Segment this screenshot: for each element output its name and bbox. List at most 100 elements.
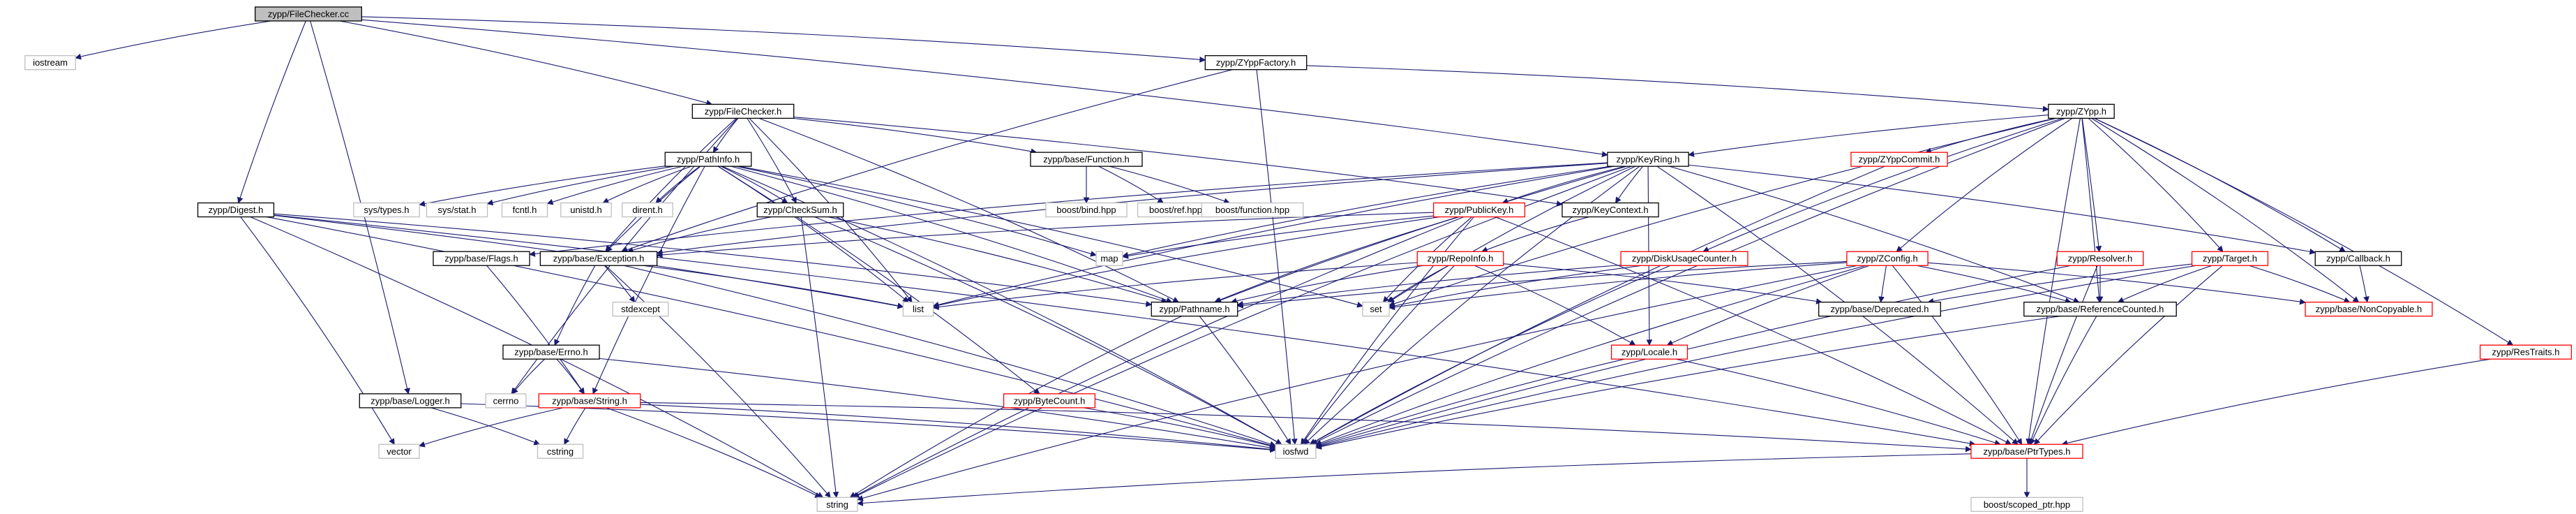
node-label: zypp/base/ReferenceCounted.h: [2037, 304, 2164, 314]
edge-pathinfo-to-checksum: [720, 166, 788, 204]
edge-zconfig-to-ptrtypes: [1892, 265, 2023, 446]
node-pathinfo[interactable]: zypp/PathInfo.h: [664, 152, 752, 167]
node-zyppfactory[interactable]: zypp/ZYppFactory.h: [1204, 55, 1308, 71]
node-checksum[interactable]: zypp/CheckSum.h: [756, 202, 844, 218]
node-pathname[interactable]: zypp/Pathname.h: [1151, 301, 1238, 317]
edge-keyring-to-publickey: [1502, 166, 1625, 205]
node-exception[interactable]: zypp/base/Exception.h: [539, 251, 658, 266]
node-deprecated[interactable]: zypp/base/Deprecated.h: [1818, 301, 1941, 317]
node-filechecker-cc[interactable]: zypp/FileChecker.cc: [254, 6, 362, 22]
edge-exception-to-list: [643, 265, 904, 309]
edge-logger-to-cstring: [430, 407, 541, 446]
node-zyppcommit[interactable]: zypp/ZYppCommit.h: [1850, 152, 1948, 167]
node-box: [560, 202, 612, 218]
edge-zypp-h-to-diskusage: [1702, 117, 2063, 253]
node-systypes: sys/types.h: [353, 202, 420, 218]
node-label: cstring: [547, 446, 574, 457]
node-label: cerrno: [493, 395, 519, 406]
edge-locale-to-iosfwd: [1315, 358, 1625, 447]
node-repoinfo[interactable]: zypp/RepoInfo.h: [1416, 251, 1504, 266]
edge-keyring-to-list: [932, 166, 1615, 308]
edge-zypp-h-to-ptrtypes: [2025, 118, 2081, 446]
node-label: boost/ref.hpp: [1149, 205, 1202, 215]
edge-pathinfo-to-systypes: [419, 166, 666, 207]
node-locale[interactable]: zypp/Locale.h: [1610, 344, 1688, 360]
node-box: [539, 251, 658, 266]
node-box: [433, 251, 530, 266]
node-box: [1818, 301, 1941, 317]
node-box: [1620, 251, 1748, 266]
edge-target-to-iosfwd: [1315, 265, 2196, 449]
node-label: zypp/Callback.h: [2326, 254, 2390, 264]
node-keyring[interactable]: zypp/KeyRing.h: [1607, 152, 1689, 167]
node-keycontext[interactable]: zypp/KeyContext.h: [1562, 202, 1659, 218]
edge-filechecker-h-to-exception: [605, 117, 737, 252]
node-fcntl: fcntl.h: [501, 202, 548, 218]
edge-restraits-to-ptrtypes: [2061, 358, 2491, 446]
node-label: zypp/base/String.h: [552, 395, 627, 406]
edge-target-to-refcounted: [2117, 265, 2212, 303]
node-box: [501, 202, 548, 218]
node-errno[interactable]: zypp/base/Errno.h: [502, 344, 600, 360]
edge-checksum-to-pathname: [828, 216, 1168, 304]
node-filechecker-h[interactable]: zypp/FileChecker.h: [691, 103, 795, 119]
node-refcounted[interactable]: zypp/base/ReferenceCounted.h: [2023, 301, 2177, 317]
node-box: [485, 393, 527, 409]
node-label: zypp/ByteCount.h: [1014, 395, 1086, 406]
node-box: [378, 443, 420, 459]
node-publickey[interactable]: zypp/PublicKey.h: [1432, 202, 1526, 218]
edge-ptrtypes-to-string: [857, 453, 1972, 506]
node-label: zypp/Target.h: [2203, 254, 2257, 264]
edge-filechecker-cc-to-filechecker-h: [339, 20, 713, 106]
edge-publickey-to-string: [852, 216, 1465, 498]
edge-zyppcommit-to-iosfwd: [1309, 166, 1885, 445]
edge-publickey-to-ptrtypes: [1495, 216, 2012, 445]
node-box: [1850, 152, 1948, 167]
edge-publickey-to-pathname: [1213, 216, 1460, 303]
edge-zypp-h-to-iosfwd: [1311, 117, 2066, 445]
edge-diskusage-to-pathname: [1236, 265, 1622, 307]
edge-zypp-h-to-keyring: [1688, 115, 2049, 157]
edge-function-to-boostfunction: [1109, 166, 1230, 205]
edge-resolver-to-ptrtypes: [2028, 265, 2098, 446]
node-flags[interactable]: zypp/base/Flags.h: [433, 251, 530, 266]
node-logger[interactable]: zypp/base/Logger.h: [359, 393, 462, 409]
node-string-h[interactable]: zypp/base/String.h: [538, 393, 641, 409]
edge-pathname-to-iosfwd: [1199, 316, 1291, 446]
node-diskusage[interactable]: zypp/DiskUsageCounter.h: [1620, 251, 1748, 266]
edge-keyring-to-refcounted: [1669, 166, 2080, 303]
node-label: boost/bind.hpp: [1056, 205, 1116, 215]
edge-filechecker-h-to-keycontext: [793, 117, 1563, 207]
node-ptrtypes[interactable]: zypp/base/PtrTypes.h: [1970, 443, 2083, 459]
edge-digest-to-pathname: [274, 213, 1153, 307]
edge-exception-to-errno: [554, 265, 596, 346]
node-label: zypp/RepoInfo.h: [1428, 254, 1494, 264]
edge-exception-to-iosfwd: [624, 265, 1276, 447]
node-set: set: [1362, 301, 1390, 317]
node-zconfig[interactable]: zypp/ZConfig.h: [1846, 251, 1929, 266]
node-callback[interactable]: zypp/Callback.h: [2314, 251, 2402, 266]
edge-repoinfo-to-list: [932, 262, 1418, 310]
node-noncopyable[interactable]: zypp/base/NonCopyable.h: [2305, 301, 2433, 317]
edge-zconfig-to-iosfwd: [1315, 265, 1866, 446]
node-function[interactable]: zypp/base/Function.h: [1030, 152, 1143, 167]
edge-zypp-h-to-set: [1388, 117, 2057, 307]
node-digest[interactable]: zypp/Digest.h: [197, 202, 275, 218]
node-bytecount[interactable]: zypp/ByteCount.h: [1003, 393, 1096, 409]
node-zypp-h[interactable]: zypp/ZYpp.h: [2048, 103, 2115, 119]
node-map: map: [1095, 251, 1123, 266]
edge-keyring-to-pathname: [1215, 166, 1627, 303]
node-resolver[interactable]: zypp/Resolver.h: [2056, 251, 2144, 266]
node-label: zypp/ZConfig.h: [1857, 254, 1917, 264]
edge-repoinfo-to-iosfwd: [1301, 265, 1455, 445]
node-label: zypp/FileChecker.h: [705, 106, 782, 117]
node-restraits[interactable]: zypp/ResTraits.h: [2479, 344, 2573, 360]
node-scopedptr: boost/scoped_ptr.hpp: [1970, 497, 2083, 512]
node-label: zypp/Pathname.h: [1159, 304, 1229, 314]
node-box: [2048, 103, 2115, 119]
node-label: list: [913, 304, 924, 314]
node-target[interactable]: zypp/Target.h: [2191, 251, 2269, 266]
edge-zypp-h-to-refcounted: [2081, 118, 2102, 303]
node-box: [1151, 301, 1238, 317]
